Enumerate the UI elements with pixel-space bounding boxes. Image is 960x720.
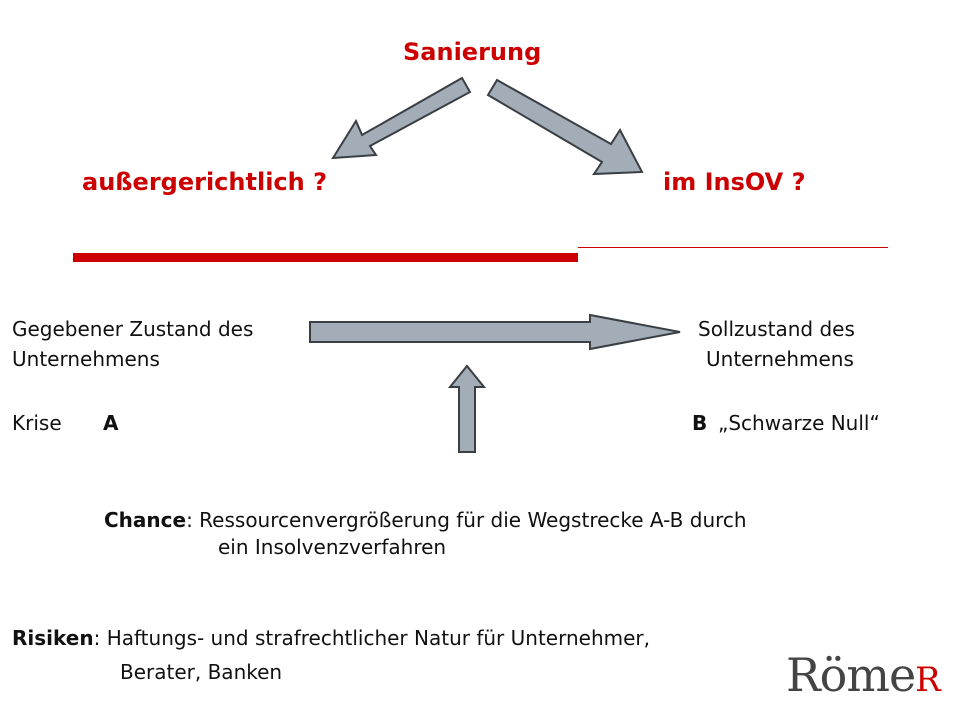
logo-main-text: Röme [786, 648, 916, 702]
crisis-label: Krise [12, 411, 62, 435]
logo-accent-letter: R [915, 660, 941, 700]
chance-text-line2: ein Insolvenzverfahren [218, 535, 447, 559]
risks-text-line1: : Haftungs- und strafrechtlicher Natur f… [93, 626, 650, 650]
risks-text-line2: Berater, Banken [120, 660, 283, 684]
arrow-right-down-icon [486, 78, 644, 176]
option-insolvency-proceedings: im InsOV ? [663, 168, 806, 196]
risks-label: Risiken [12, 626, 94, 650]
given-state-line2: Unternehmens [12, 347, 160, 371]
point-b-label: B [692, 411, 708, 435]
point-a-label: A [103, 411, 119, 435]
arrow-right-icon [309, 313, 681, 351]
roemer-logo: RömeR [786, 648, 941, 702]
chance-line1: Chance: Ressourcenvergrößerung für die W… [104, 508, 747, 532]
chance-label: Chance [104, 508, 187, 532]
risks-line1: Risiken: Haftungs- und strafrechtlicher … [12, 626, 650, 650]
point-b-note: „Schwarze Null“ [718, 411, 880, 435]
slide-title: Sanierung [403, 38, 542, 66]
given-state-line1: Gegebener Zustand des [12, 317, 254, 341]
arrow-left-down-icon [331, 76, 472, 160]
divider-thick-red [73, 253, 578, 262]
target-state-line1: Sollzustand des [698, 317, 855, 341]
arrow-up-icon [447, 364, 487, 453]
option-out-of-court: außergerichtlich ? [82, 168, 328, 196]
target-state-line2: Unternehmens [706, 347, 854, 371]
chance-text-line1: : Ressourcenvergrößerung für die Wegstre… [186, 508, 747, 532]
